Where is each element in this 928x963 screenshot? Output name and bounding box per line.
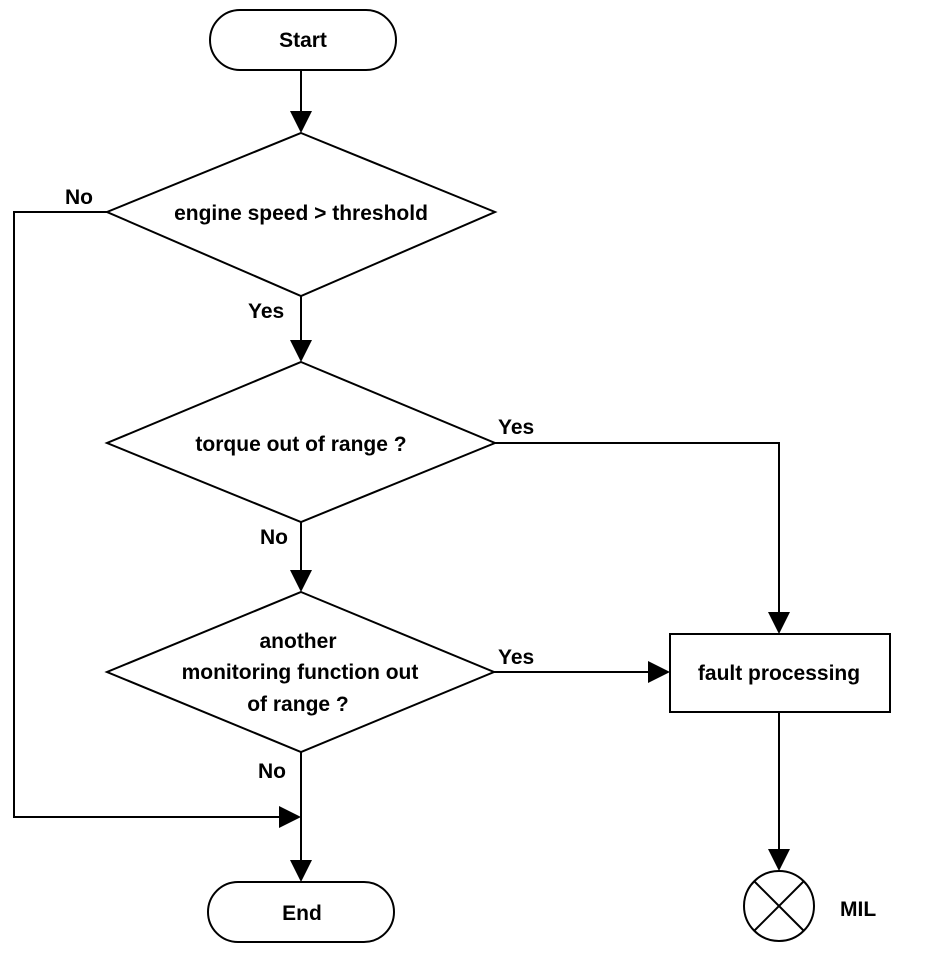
decision-engine-speed-label: engine speed > threshold <box>174 202 428 225</box>
arrowhead-to-d1 <box>290 111 312 133</box>
connector-d1-no-loop <box>13 211 281 818</box>
edge-label-d1-no: No <box>65 186 93 209</box>
start-terminal <box>209 9 397 71</box>
fault-processing-label: fault processing <box>698 662 860 685</box>
decision-other-monitoring-label-3: of range ? <box>247 693 349 716</box>
mil-label: MIL <box>840 898 876 921</box>
edge-label-d2-no: No <box>260 526 288 549</box>
decision-torque-label: torque out of range ? <box>195 433 406 456</box>
decision-torque <box>104 360 498 524</box>
end-label: End <box>282 902 322 925</box>
edge-label-d2-yes: Yes <box>498 416 534 439</box>
arrowhead-to-end <box>290 860 312 882</box>
edge-label-d3-yes: Yes <box>498 646 534 669</box>
arrowhead-loop-to-end-line <box>279 806 301 828</box>
fault-processing-box <box>669 633 891 713</box>
edge-label-d1-yes: Yes <box>248 300 284 323</box>
arrowheads <box>279 111 790 882</box>
connectors <box>13 70 780 862</box>
arrowhead-to-mil <box>768 849 790 871</box>
arrowhead-to-d2 <box>290 340 312 362</box>
decision-other-monitoring-label-2: monitoring function out <box>182 661 419 684</box>
decision-other-monitoring <box>104 590 497 754</box>
end-terminal <box>207 881 395 943</box>
arrowhead-to-d3 <box>290 570 312 592</box>
arrowhead-to-fault-left <box>648 661 670 683</box>
start-label: Start <box>279 29 327 52</box>
decision-other-monitoring-label-1: another <box>259 630 336 653</box>
connector-d2-yes-to-fault <box>495 442 780 614</box>
decision-engine-speed <box>104 131 498 298</box>
edge-label-d3-no: No <box>258 760 286 783</box>
arrowhead-to-fault-top <box>768 612 790 634</box>
mil-lamp-icon <box>743 870 815 942</box>
